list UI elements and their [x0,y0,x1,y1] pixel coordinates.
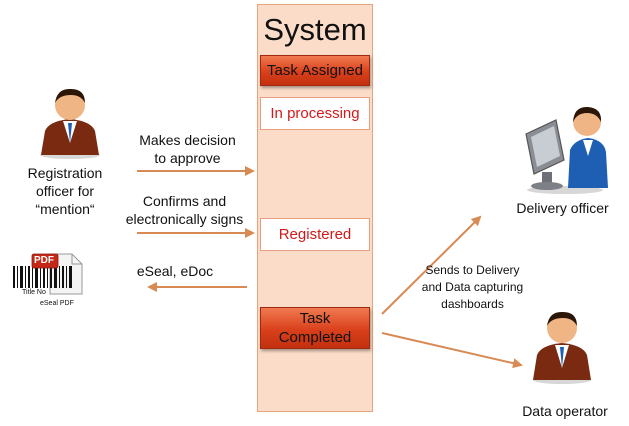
decision-label-line2: to approve [154,150,221,166]
signs-label-line2: electronically signs [125,211,244,227]
stage-task-completed: Task Completed [260,307,370,349]
eseal-pdf-document: PDF Title No eSeal PDF [10,252,85,314]
signs-label-line1: Confirms and [142,193,227,209]
dashboards-label: Sends to Delivery and Data capturing das… [405,262,540,313]
dashboards-label-line2: and Data capturing [421,280,524,294]
stage-task-completed-line2: Completed [278,329,352,346]
eseal-label: eSeal, eDoc [136,263,214,279]
decision-label-line1: Makes decision [139,132,236,148]
title-no-label: Title No [22,289,46,296]
data-operator-label: Data operator [522,403,608,419]
stage-task-completed-line1: Task [299,310,331,327]
data-operator-figure [528,308,596,384]
registration-officer-label-line3: “mention“ [35,201,95,217]
eseal-pdf-caption: eSeal PDF [40,300,74,307]
signs-label: Confirms and electronically signs [112,192,257,228]
person-at-computer-icon [525,106,608,194]
stage-in-processing: In processing [260,97,370,130]
stage-task-assigned: Task Assigned [260,55,370,86]
barcode-icon [13,266,72,288]
registration-officer-figure [35,85,105,159]
registration-officer-label-line2: officer for [35,183,95,199]
delivery-officer-figure [520,100,610,195]
businessman-icon [533,311,591,384]
pdf-document-icon [13,253,83,295]
pdf-badge: PDF [34,255,54,266]
system-title: System [263,12,367,47]
businessman-icon [40,88,100,159]
arrow-to-delivery [381,215,482,315]
arrow-to-data-operator [381,332,523,369]
registration-officer-label: Registration officer for “mention“ [5,164,125,218]
registration-officer-label-line1: Registration [27,165,103,181]
dashboards-label-line3: dashboards [441,297,504,311]
delivery-officer-label: Delivery officer [516,200,609,216]
dashboards-label-line1: Sends to Delivery [425,263,520,277]
decision-label: Makes decision to approve [125,131,250,167]
stage-registered: Registered [260,218,370,251]
